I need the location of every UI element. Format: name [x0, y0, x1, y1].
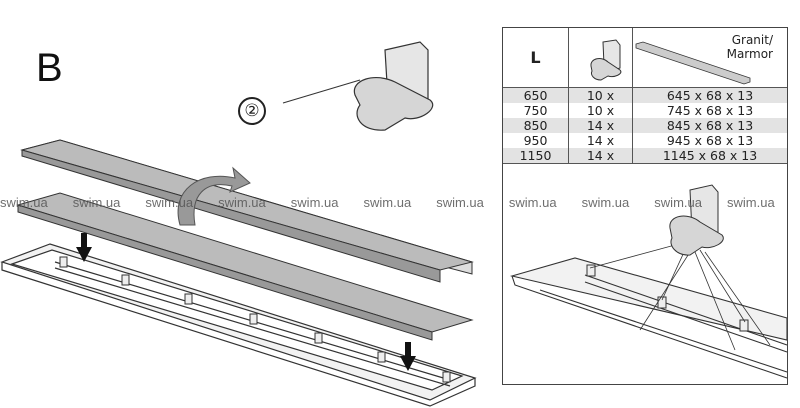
figure-label: B: [36, 46, 63, 90]
cell-stone: 845 x 68 x 13: [632, 118, 787, 133]
callout-number: ②: [238, 97, 266, 125]
header-material-line1: Granit/: [731, 32, 773, 47]
clips: [59, 256, 451, 383]
cell-clips: 10 x: [568, 87, 633, 103]
leader-line: [282, 79, 361, 104]
cell-stone: 945 x 68 x 13: [666, 133, 754, 148]
cell-length: 850: [503, 118, 569, 133]
cell-stone: 645 x 68 x 13: [632, 87, 787, 103]
detail-panel: [502, 27, 788, 385]
header-material: Granit/Marmor: [632, 28, 787, 88]
flip-arrow-icon: [177, 166, 251, 226]
cell-stone: 1145 x 68 x 13: [632, 148, 787, 164]
watermark-text: swim.ua: [0, 195, 48, 210]
watermark-text: swim.ua: [72, 195, 121, 210]
cell-clips: 10 x: [568, 103, 633, 118]
stone-slab-insert: [16, 192, 474, 341]
watermark-strip: swim.ua swim.ua swim.ua swim.ua swim.ua swim.…: [0, 195, 800, 213]
watermark-text: swim.ua: [436, 195, 484, 210]
watermark-text: swim.ua: [363, 195, 412, 210]
header-length: L: [503, 28, 569, 88]
watermark-text: swim.ua: [508, 195, 557, 210]
header-material-line2: Marmor: [726, 46, 773, 61]
cell-length: 1150: [503, 148, 569, 164]
cell-clips: 14 x: [568, 148, 633, 164]
clip-icon: [353, 41, 434, 131]
watermark-text: swim.ua: [581, 195, 630, 210]
detail-channel: [509, 257, 788, 379]
watermark-text: swim.ua: [218, 195, 266, 210]
cell-length: 650: [503, 87, 569, 103]
watermark-text: swim.ua: [654, 195, 702, 210]
header-clip: [568, 28, 633, 88]
cell-clips: 14 x: [568, 118, 633, 133]
detail-clip-icon: [669, 184, 724, 256]
table-header-row: L Granit/Marmor: [503, 28, 787, 88]
cell-stone: 745 x 68 x 13: [666, 103, 754, 118]
cell-length: 750: [503, 103, 569, 118]
watermark-text: swim.ua: [145, 195, 194, 210]
down-arrow-icon: [76, 233, 416, 371]
watermark-text: swim.ua: [290, 195, 339, 210]
cell-clips: 14 x: [568, 133, 633, 148]
cell-length: 950: [503, 133, 569, 148]
stone-slab-top: [20, 139, 474, 283]
detail-leader-lines: [589, 244, 771, 351]
watermark-text: swim.ua: [727, 195, 775, 210]
